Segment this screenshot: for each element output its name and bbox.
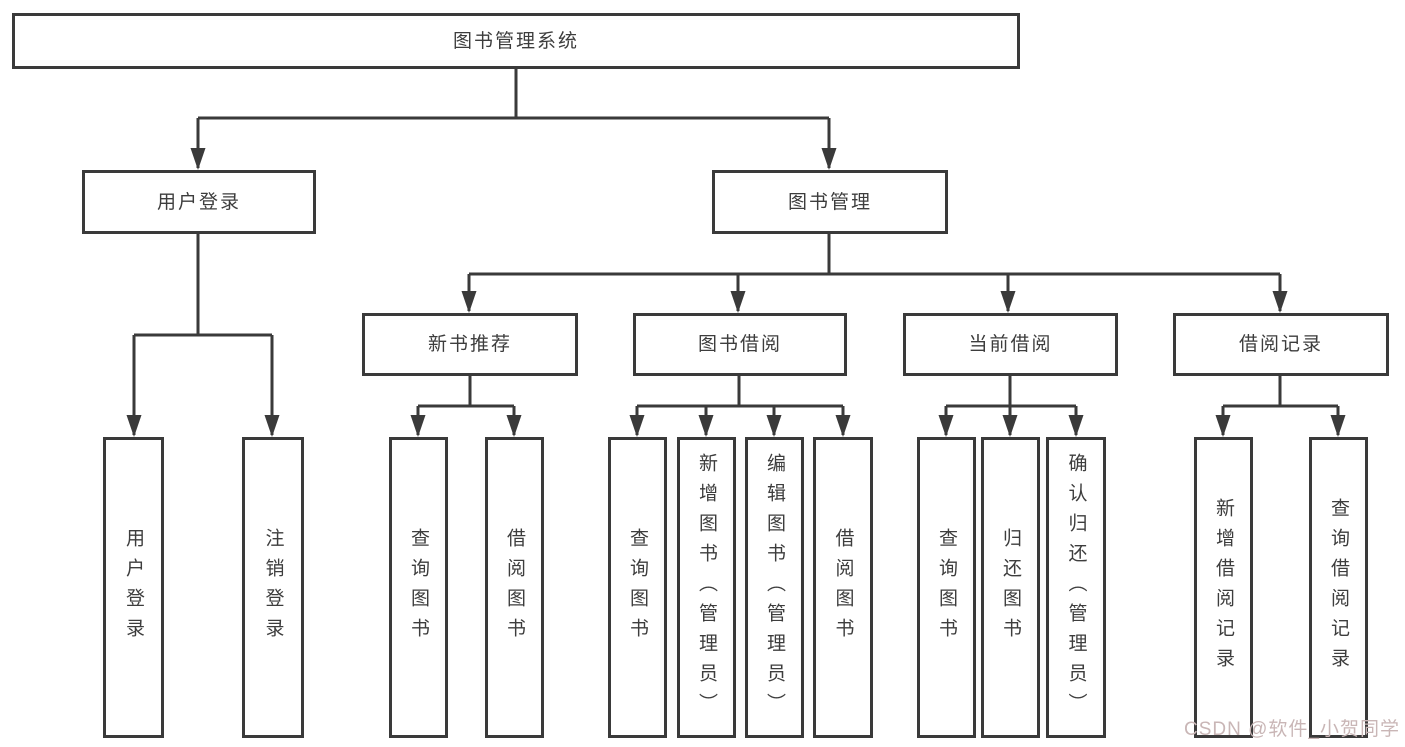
node-user-login: 用户登录	[82, 170, 316, 234]
leaf-return-books: 归还图书	[981, 437, 1040, 738]
leaf-add-books-admin: 新增图书（管理员）	[677, 437, 736, 738]
leaf-edit-books-admin: 编辑图书（管理员）	[745, 437, 804, 738]
node-borrowing-records: 借阅记录	[1173, 313, 1389, 376]
leaf-confirm-return-admin: 确认归还（管理员）	[1046, 437, 1106, 738]
node-book-management: 图书管理	[712, 170, 948, 234]
node-current-borrowing: 当前借阅	[903, 313, 1118, 376]
node-new-book-recommend: 新书推荐	[362, 313, 578, 376]
leaf-user-login: 用户登录	[103, 437, 164, 738]
node-library-system-root: 图书管理系统	[12, 13, 1020, 69]
leaf-borrow-books-recommend: 借阅图书	[485, 437, 544, 738]
arrowheads	[126, 148, 1346, 437]
leaf-add-borrow-record: 新增借阅记录	[1194, 437, 1253, 738]
node-book-borrowing: 图书借阅	[633, 313, 847, 376]
leaf-query-books-recommend: 查询图书	[389, 437, 448, 738]
leaf-query-books-current: 查询图书	[917, 437, 976, 738]
leaf-query-borrow-record: 查询借阅记录	[1309, 437, 1368, 738]
leaf-query-books-borrowing: 查询图书	[608, 437, 667, 738]
leaf-logout: 注销登录	[242, 437, 304, 738]
leaf-borrow-books: 借阅图书	[813, 437, 873, 738]
csdn-watermark: CSDN @软件_小贺同学	[1184, 719, 1400, 740]
